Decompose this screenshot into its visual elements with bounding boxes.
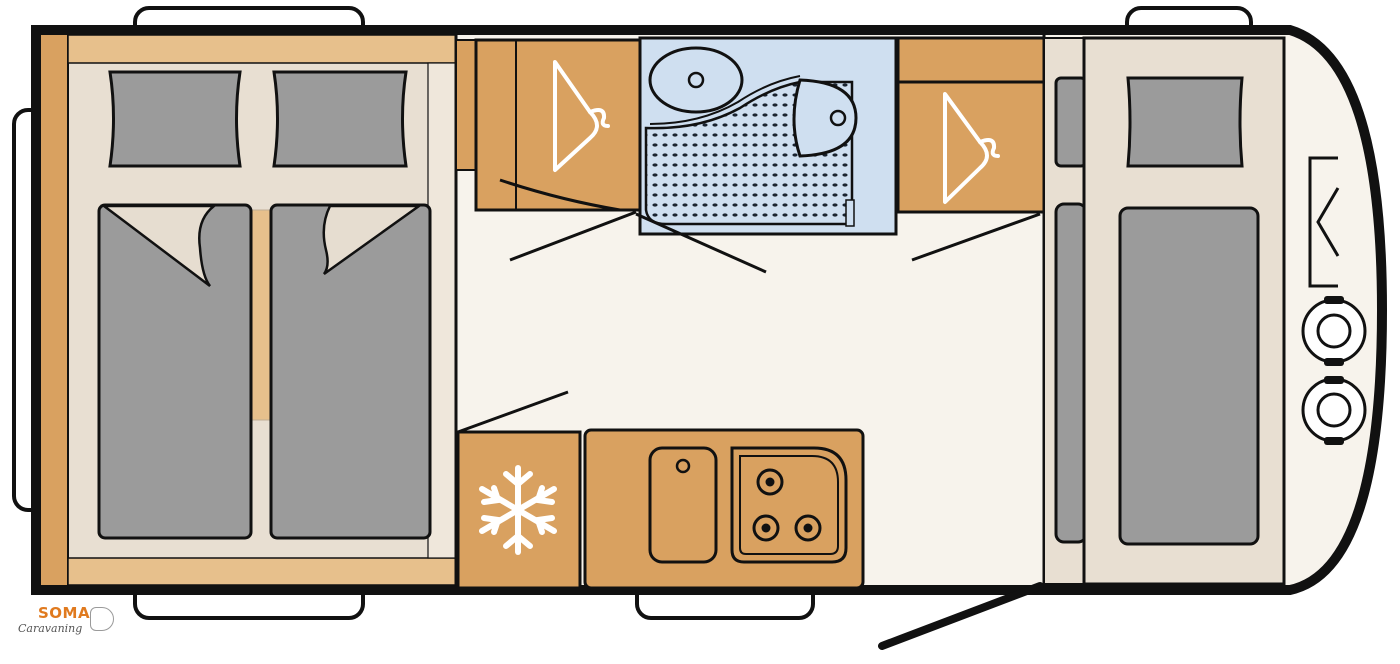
gas-bottle-icon	[1301, 296, 1367, 366]
wardrobe-right-upper	[896, 36, 1046, 84]
stove-icon	[730, 446, 848, 564]
cushion-left-long	[1054, 202, 1088, 544]
blanket-fold-left	[100, 204, 218, 287]
bed-headboard-top	[67, 34, 457, 64]
cushion-right-top	[1126, 76, 1244, 168]
bed-side-strip	[427, 62, 457, 559]
top-cabinet-strip	[455, 39, 477, 171]
cushion-left-top	[1054, 76, 1088, 168]
snowflake-icon	[479, 465, 557, 555]
pillow-left	[108, 70, 242, 168]
hanger-icon	[943, 92, 1000, 204]
caravan-logo-icon	[90, 607, 114, 631]
soma-logo: SOMA Caravaning	[16, 603, 114, 639]
logo-brand: SOMA	[38, 604, 91, 622]
sink-icon	[648, 446, 718, 564]
logo-tagline: Caravaning	[18, 622, 83, 635]
hanger-icon	[553, 60, 610, 172]
front-locker-bracket	[1308, 156, 1338, 288]
gas-bottle-icon	[1301, 376, 1367, 445]
toilet-icon	[792, 78, 858, 158]
blanket-fold-right	[322, 204, 423, 276]
rear-wall-panel	[41, 35, 68, 585]
wardrobe-left-door-arc	[499, 178, 621, 212]
bed-footboard	[67, 557, 457, 586]
pillow-right	[272, 70, 408, 168]
wardrobe-right	[896, 80, 1046, 214]
cushion-right-long	[1118, 206, 1260, 546]
